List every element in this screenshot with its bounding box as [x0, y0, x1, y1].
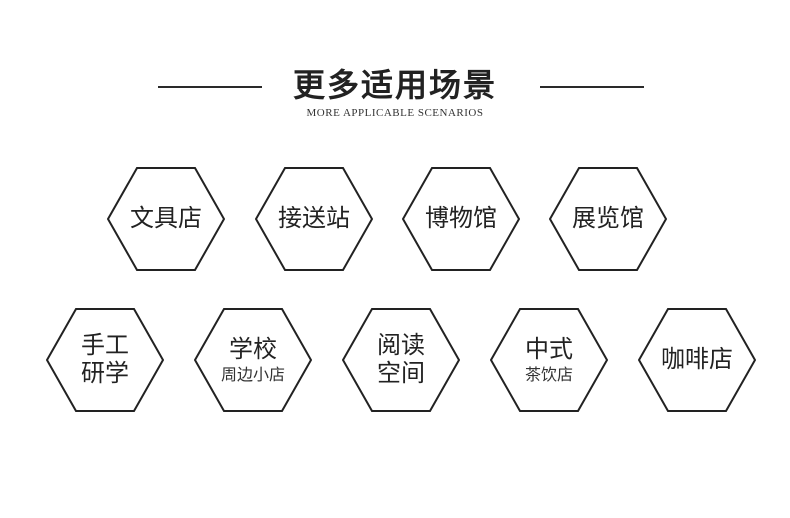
scenario-label-small: 茶饮店 [524, 364, 573, 384]
page-title: 更多适用场景 [292, 66, 497, 104]
hexagon-outline-icon [342, 308, 460, 412]
scenario-label-line1: 学校 [229, 335, 277, 363]
scenario-label: 文具店 [130, 204, 202, 233]
hexagon-outline-icon [46, 308, 164, 412]
hexagon-outline-icon [549, 167, 667, 271]
scenario-label-line2: 研学 [81, 359, 129, 387]
scenario-label-line1: 中式 [525, 335, 573, 363]
scenario-label: 博物馆 [425, 204, 497, 233]
scenario-hexagon-cafe: 咖啡店 [638, 308, 756, 412]
hexagon-outline-icon [107, 167, 225, 271]
hexagon-outline-icon [490, 308, 608, 412]
scenario-hexagon-museum: 博物馆 [402, 167, 520, 271]
scenario-hexagon-pickup-station: 接送站 [255, 167, 373, 271]
left-divider-line [158, 86, 262, 88]
scenario-label: 接送站 [278, 204, 350, 233]
right-divider-line [540, 86, 644, 88]
scenario-label: 咖啡店 [661, 345, 733, 374]
scenario-hexagon-reading-space: 阅读 空间 [342, 308, 460, 412]
scenario-hexagon-handcraft-study: 手工 研学 [46, 308, 164, 412]
scenario-label-line1: 阅读 [377, 331, 425, 360]
scenario-label: 展览馆 [572, 204, 644, 233]
scenario-hexagon-school-shops: 学校 周边小店 [194, 308, 312, 412]
scenario-label-small: 周边小店 [220, 364, 285, 384]
scenario-label-line1: 手工 [81, 331, 129, 360]
hexagon-outline-icon [255, 167, 373, 271]
hexagon-outline-icon [402, 167, 520, 271]
page-subtitle: MORE APPLICABLE SCENARIOS [306, 107, 484, 119]
hexagon-outline-icon [194, 308, 312, 412]
scenario-hexagon-chinese-tea: 中式 茶饮店 [490, 308, 608, 412]
hexagon-outline-icon [638, 308, 756, 412]
scenario-hexagon-exhibition: 展览馆 [549, 167, 667, 271]
scenario-label-line2: 空间 [377, 359, 425, 387]
scenario-hexagon-stationery: 文具店 [107, 167, 225, 271]
